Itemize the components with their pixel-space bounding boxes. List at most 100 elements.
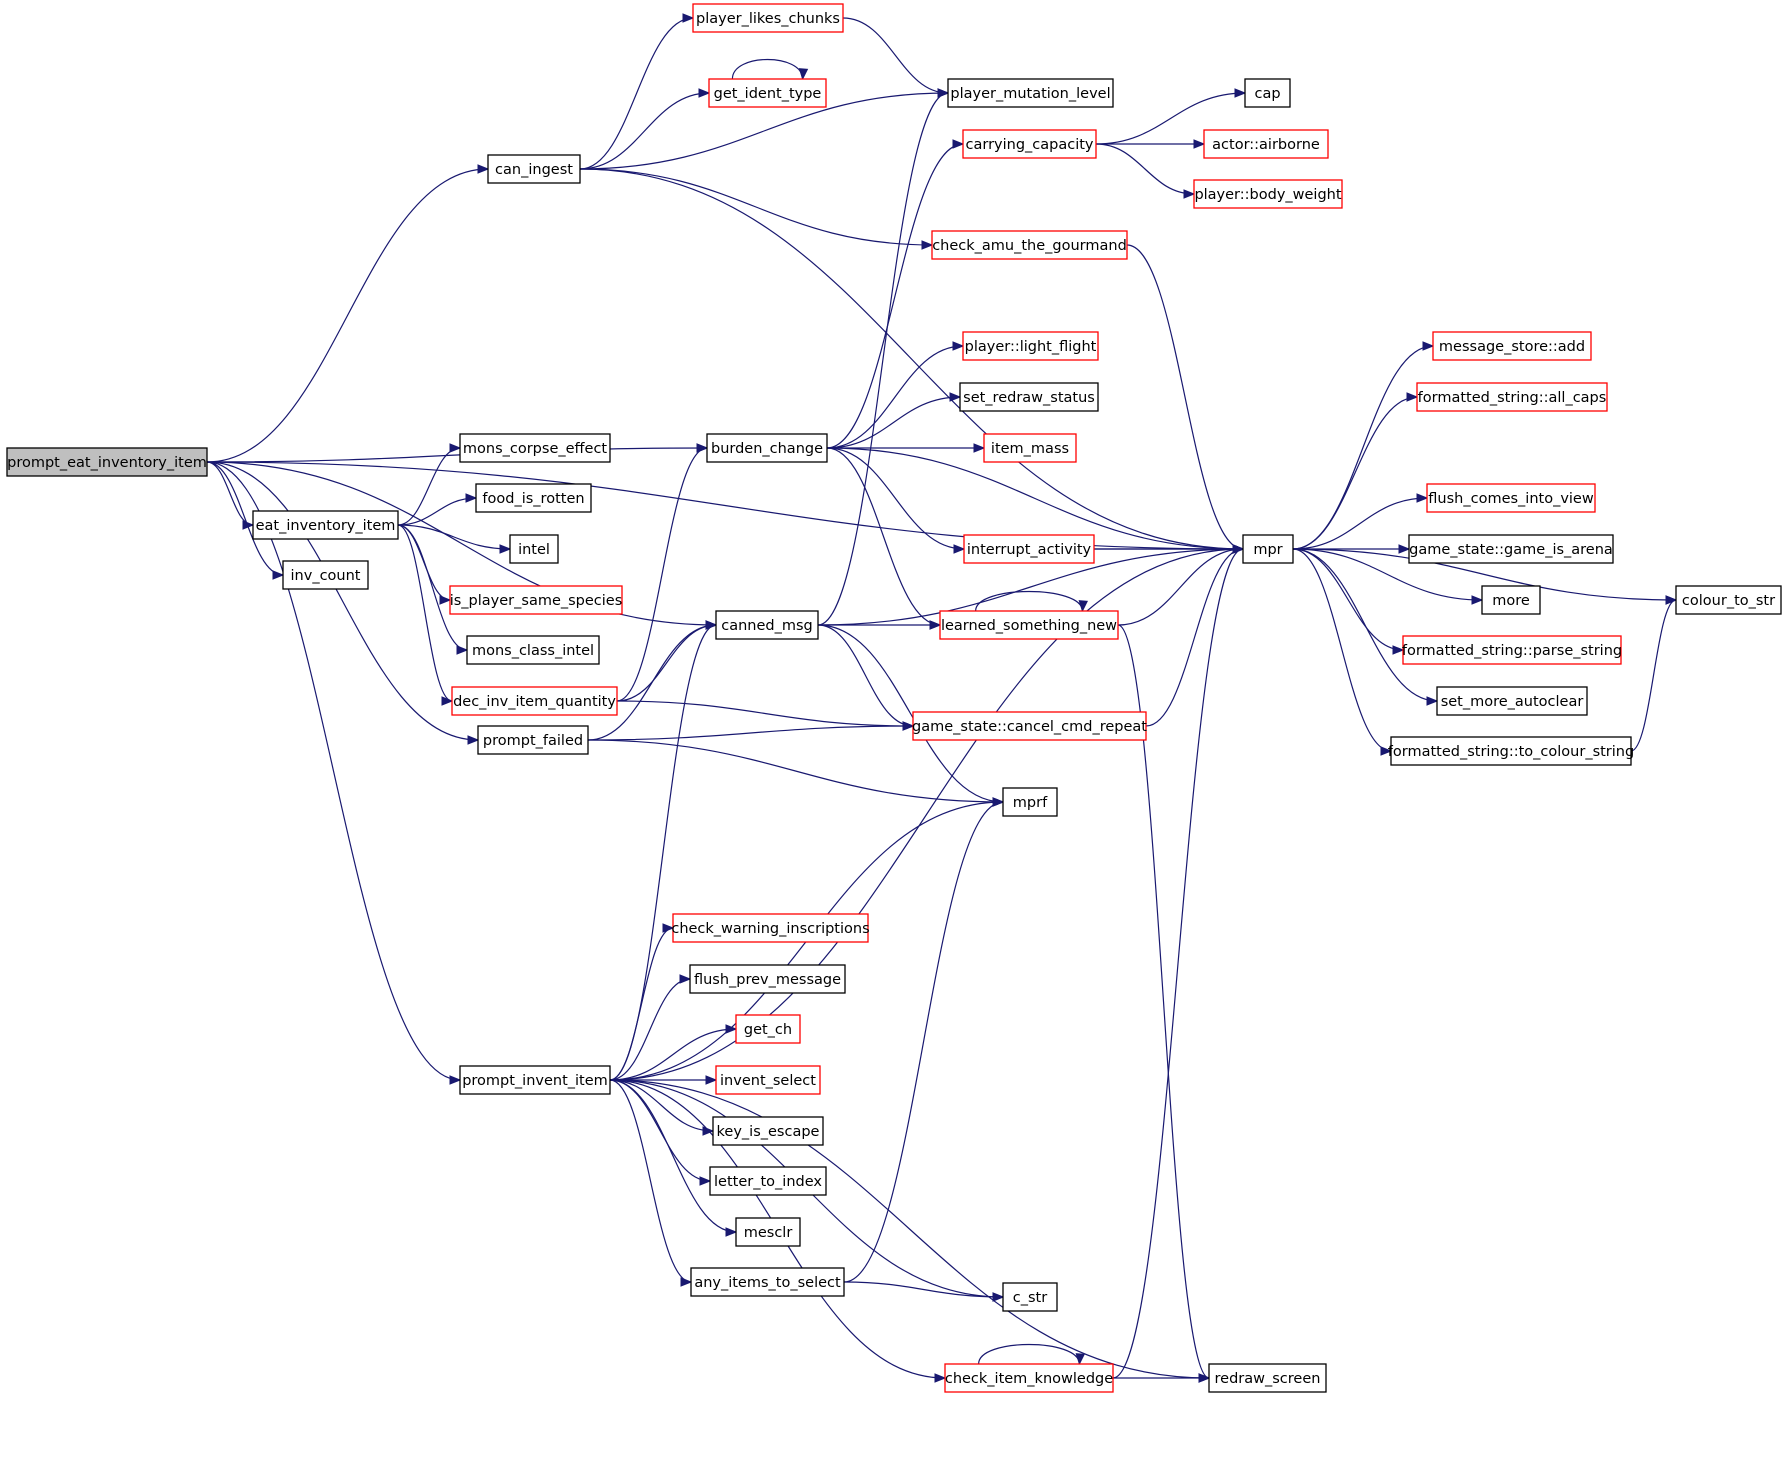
node-colour_to_str[interactable]: colour_to_str xyxy=(1675,585,1782,615)
node-redraw_screen[interactable]: redraw_screen xyxy=(1208,1363,1327,1393)
node-check_amu_the_gourmand[interactable]: check_amu_the_gourmand xyxy=(931,230,1128,260)
node-box-formatted_string_all_caps xyxy=(1416,382,1608,412)
node-prompt_invent_item[interactable]: prompt_invent_item xyxy=(459,1065,611,1095)
node-label-can_ingest: can_ingest xyxy=(495,162,573,178)
node-label-redraw_screen: redraw_screen xyxy=(1215,1371,1321,1387)
node-mons_class_intel[interactable]: mons_class_intel xyxy=(466,635,600,665)
node-label-prompt_failed: prompt_failed xyxy=(483,733,583,749)
node-box-player_light_flight xyxy=(962,331,1099,361)
node-label-burden_change: burden_change xyxy=(711,441,823,457)
node-box-interrupt_activity xyxy=(963,534,1095,564)
node-player_body_weight[interactable]: player::body_weight xyxy=(1193,179,1343,209)
node-intel[interactable]: intel xyxy=(509,534,559,564)
edge-arrow-prompt_invent_item-to-mesclr xyxy=(725,1227,738,1237)
node-formatted_string_to_colour_string[interactable]: formatted_string::to_colour_string xyxy=(1388,736,1634,766)
node-carrying_capacity[interactable]: carrying_capacity xyxy=(962,129,1097,159)
edge-arrow-prompt_invent_item-to-key_is_escape xyxy=(702,1126,715,1136)
edge-prompt_eat_inventory_item-to-inv_count xyxy=(206,461,284,576)
node-mons_corpse_effect[interactable]: mons_corpse_effect xyxy=(459,433,611,463)
node-formatted_string_all_caps[interactable]: formatted_string::all_caps xyxy=(1416,382,1608,412)
node-burden_change[interactable]: burden_change xyxy=(706,433,828,463)
edge-mpr-to-set_more_autoclear xyxy=(1292,548,1438,702)
edge-arrow-burden_change-to-carrying_capacity xyxy=(952,139,965,149)
node-box-mesclr xyxy=(735,1217,801,1247)
node-box-intel xyxy=(509,534,559,564)
node-box-learned_something_new xyxy=(939,610,1119,640)
node-box-item_mass xyxy=(983,433,1077,463)
edges-layer xyxy=(206,13,1678,1383)
node-game_state_game_is_arena[interactable]: game_state::game_is_arena xyxy=(1408,534,1614,564)
node-canned_msg[interactable]: canned_msg xyxy=(715,610,819,640)
node-check_warning_inscriptions[interactable]: check_warning_inscriptions xyxy=(671,913,870,943)
node-c_str[interactable]: c_str xyxy=(1002,1282,1058,1312)
node-formatted_string_parse_string[interactable]: formatted_string::parse_string xyxy=(1402,635,1622,665)
node-invent_select[interactable]: invent_select xyxy=(715,1065,821,1095)
edge-arrow-can_ingest-to-get_ident_type xyxy=(698,88,711,98)
node-prompt_eat_inventory_item[interactable]: prompt_eat_inventory_item xyxy=(6,447,208,477)
node-label-get_ident_type: get_ident_type xyxy=(714,86,822,102)
edge-eat_inventory_item-to-food_is_rotten xyxy=(397,497,477,526)
node-box-check_amu_the_gourmand xyxy=(931,230,1128,260)
node-is_player_same_species[interactable]: is_player_same_species xyxy=(449,585,623,615)
edge-prompt_invent_item-to-get_ch xyxy=(609,1028,737,1081)
node-check_item_knowledge[interactable]: check_item_knowledge xyxy=(944,1363,1114,1393)
node-cap[interactable]: cap xyxy=(1244,78,1291,108)
node-label-canned_msg: canned_msg xyxy=(721,618,813,634)
edge-arrow-mpr-to-more xyxy=(1471,595,1484,605)
node-food_is_rotten[interactable]: food_is_rotten xyxy=(475,483,592,513)
node-flush_comes_into_view[interactable]: flush_comes_into_view xyxy=(1426,483,1596,513)
node-box-invent_select xyxy=(715,1065,821,1095)
nodes-layer: prompt_eat_inventory_item can_ingest eat_i… xyxy=(6,3,1782,1393)
node-inv_count[interactable]: inv_count xyxy=(282,560,369,590)
node-label-more: more xyxy=(1492,593,1530,609)
edge-eat_inventory_item-to-intel xyxy=(397,524,511,550)
node-prompt_failed[interactable]: prompt_failed xyxy=(477,725,589,755)
node-can_ingest[interactable]: can_ingest xyxy=(487,154,581,184)
node-set_more_autoclear[interactable]: set_more_autoclear xyxy=(1436,686,1588,716)
node-box-redraw_screen xyxy=(1208,1363,1327,1393)
node-label-player_mutation_level: player_mutation_level xyxy=(950,86,1110,102)
node-box-prompt_invent_item xyxy=(459,1065,611,1095)
node-box-set_more_autoclear xyxy=(1436,686,1588,716)
node-label-colour_to_str: colour_to_str xyxy=(1682,593,1775,609)
edge-learned_something_new-to-mpr xyxy=(1117,548,1244,626)
node-mesclr[interactable]: mesclr xyxy=(735,1217,801,1247)
node-flush_prev_message[interactable]: flush_prev_message xyxy=(689,964,846,994)
edge-arrow-can_ingest-to-player_likes_chunks xyxy=(682,13,695,23)
edge-arrow-formatted_string_to_colour_string-to-colour_to_str xyxy=(1665,595,1678,605)
edge-arrow-canned_msg-to-learned_something_new xyxy=(929,620,942,630)
edge-formatted_string_to_colour_string-to-colour_to_str xyxy=(1630,599,1677,752)
node-get_ident_type[interactable]: get_ident_type xyxy=(708,78,827,108)
node-more[interactable]: more xyxy=(1481,585,1541,615)
node-label-intel: intel xyxy=(518,542,550,558)
node-get_ch[interactable]: get_ch xyxy=(735,1014,801,1044)
node-mpr[interactable]: mpr xyxy=(1242,534,1294,564)
node-message_store_add[interactable]: message_store::add xyxy=(1432,331,1592,361)
node-item_mass[interactable]: item_mass xyxy=(983,433,1077,463)
node-box-mons_class_intel xyxy=(466,635,600,665)
node-set_redraw_status[interactable]: set_redraw_status xyxy=(959,382,1099,412)
node-box-get_ch xyxy=(735,1014,801,1044)
node-letter_to_index[interactable]: letter_to_index xyxy=(709,1166,827,1196)
node-any_items_to_select[interactable]: any_items_to_select xyxy=(690,1267,845,1297)
node-box-check_item_knowledge xyxy=(944,1363,1114,1393)
node-box-prompt_eat_inventory_item xyxy=(6,447,208,477)
node-player_likes_chunks[interactable]: player_likes_chunks xyxy=(692,3,844,33)
node-box-c_str xyxy=(1002,1282,1058,1312)
node-player_mutation_level[interactable]: player_mutation_level xyxy=(947,78,1114,108)
node-player_light_flight[interactable]: player::light_flight xyxy=(962,331,1099,361)
node-box-carrying_capacity xyxy=(962,129,1097,159)
node-key_is_escape[interactable]: key_is_escape xyxy=(712,1116,824,1146)
node-actor_airborne[interactable]: actor::airborne xyxy=(1203,129,1329,159)
node-label-prompt_eat_inventory_item: prompt_eat_inventory_item xyxy=(7,455,207,471)
node-interrupt_activity[interactable]: interrupt_activity xyxy=(963,534,1095,564)
node-box-canned_msg xyxy=(715,610,819,640)
node-label-set_more_autoclear: set_more_autoclear xyxy=(1441,694,1584,710)
node-eat_inventory_item[interactable]: eat_inventory_item xyxy=(252,510,399,540)
node-game_state_cancel_cmd_repeat[interactable]: game_state::cancel_cmd_repeat xyxy=(912,711,1147,741)
node-mprf[interactable]: mprf xyxy=(1002,787,1058,817)
node-learned_something_new[interactable]: learned_something_new xyxy=(939,610,1119,640)
node-dec_inv_item_quantity[interactable]: dec_inv_item_quantity xyxy=(451,686,618,716)
edge-arrow-check_item_knowledge-to-mpr xyxy=(1232,544,1245,554)
edge-arrow-mpr-to-formatted_string_all_caps xyxy=(1406,392,1419,402)
